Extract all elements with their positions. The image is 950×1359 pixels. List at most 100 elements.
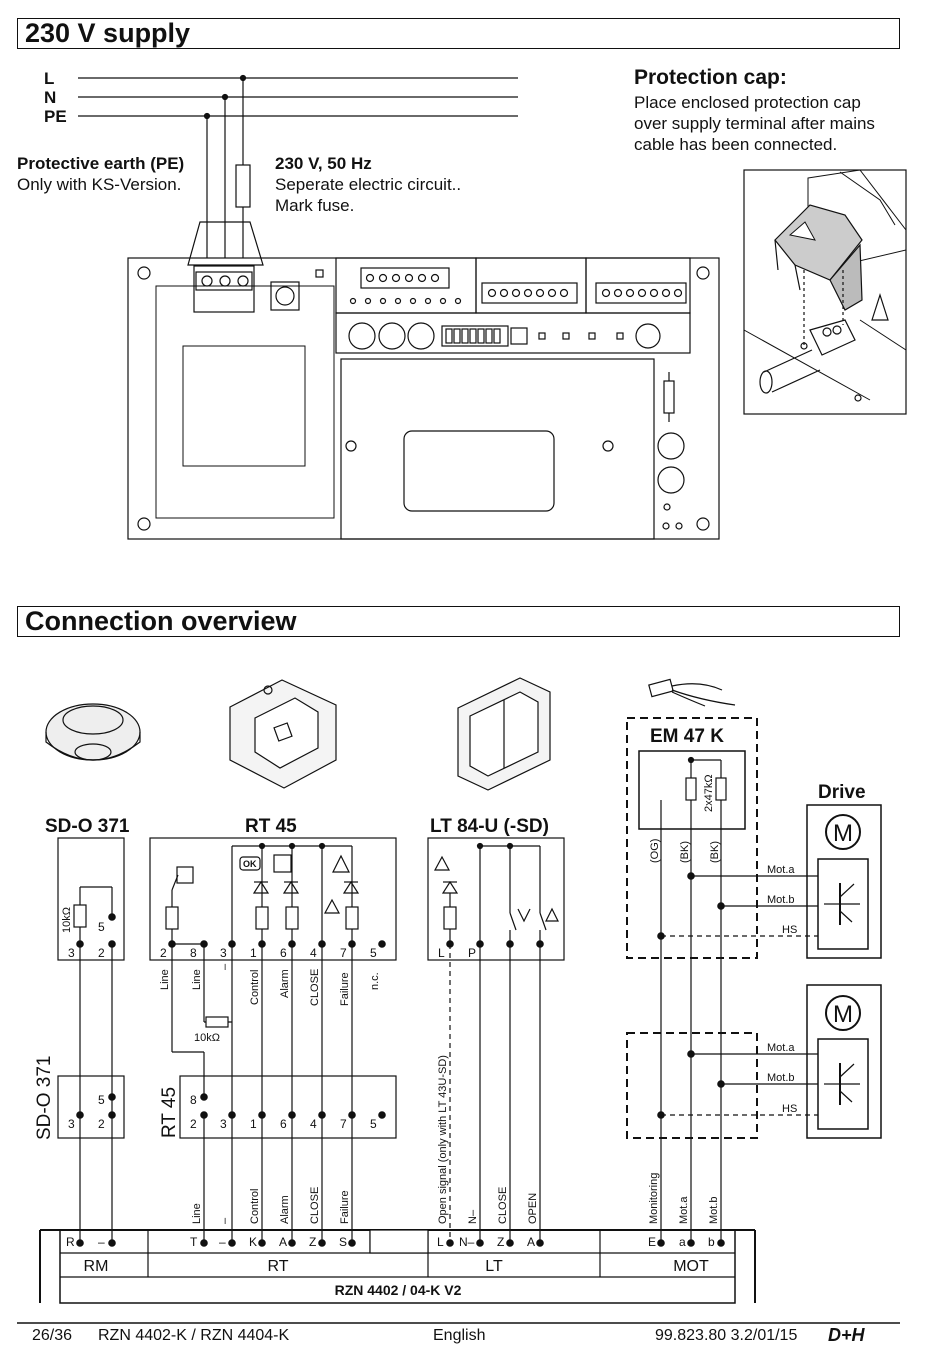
rt45-term-8: 8 <box>190 946 197 960</box>
group-mot: MOT <box>673 1258 709 1275</box>
rt45-term-5: 5 <box>370 946 377 960</box>
rzn-label-line: Line <box>191 1203 203 1224</box>
rzn-label-alarm: Alarm <box>279 1195 291 1224</box>
rzn-label-close-rt: CLOSE <box>309 1187 321 1224</box>
drive2-hs: HS <box>782 1103 797 1115</box>
rt45-label-control: Control <box>249 970 261 1005</box>
drive2-mota: Mot.a <box>767 1042 795 1054</box>
line-label-pe: PE <box>44 107 67 126</box>
lt84-term-p: P <box>468 946 476 960</box>
footer-page-number: 26/36 <box>32 1327 73 1344</box>
em47-wire-bk-2: (BK) <box>709 841 721 863</box>
rzn-label-mota: Mot.a <box>678 1196 690 1224</box>
smoke-detector-icon <box>45 703 141 761</box>
dip-switches <box>445 328 501 344</box>
sdo-resistor-label: 10kΩ <box>61 907 73 933</box>
rt45-bottom-term-1: 1 <box>250 1117 257 1131</box>
sdo-bottom-term-2: 2 <box>98 1117 105 1131</box>
rzn-term-rm-minus: – <box>98 1235 105 1249</box>
sdo-wires <box>79 944 113 1243</box>
em47-resistor-label: 2x47kΩ <box>703 774 715 812</box>
motor-1-label: M <box>833 820 853 847</box>
fuse-icon <box>235 164 251 208</box>
rzn-term-a-rt: A <box>279 1235 287 1249</box>
cap-text-1: Place enclosed protection cap <box>634 93 861 112</box>
drive2-motb: Mot.b <box>767 1072 795 1084</box>
footer-model: RZN 4402-K / RZN 4404-K <box>98 1327 290 1344</box>
footer-doc-number: 99.823.80 3.2/01/15 <box>655 1327 798 1344</box>
rzn-label-motb: Mot.b <box>708 1196 720 1224</box>
drive1-motb: Mot.b <box>767 894 795 906</box>
footer-language: English <box>433 1327 486 1344</box>
rt45-term-7: 7 <box>340 946 347 960</box>
rzn-label-failure: Failure <box>339 1190 351 1224</box>
rt45-bottom-name: RT 45 <box>159 1087 180 1138</box>
sdo-term-2: 2 <box>98 946 105 960</box>
rt45-label-line-1: Line <box>159 969 171 990</box>
rzn-term-k: K <box>249 1235 257 1249</box>
rzn-term-z-lt: Z <box>497 1235 504 1249</box>
terminal-dots-3 <box>601 288 683 298</box>
rt45-label-alarm: Alarm <box>279 969 291 998</box>
pe-text: Only with KS-Version. <box>17 175 182 194</box>
controller-board <box>127 257 720 540</box>
rzn-label-monitoring: Monitoring <box>648 1173 660 1224</box>
rzn-term-s: S <box>339 1235 347 1249</box>
drive1-hs: HS <box>782 924 797 936</box>
lt84-switch-icon <box>457 677 551 791</box>
rt45-bottom-block <box>179 1075 397 1139</box>
em47-name: EM 47 K <box>650 726 724 747</box>
rzn-term-rt-minus: – <box>219 1235 226 1249</box>
cap-text-3: cable has been connected. <box>634 135 838 154</box>
rt45-bottom-term-2: 2 <box>190 1117 197 1131</box>
footer-logo: D+H <box>828 1325 865 1345</box>
rzn-term-l: L <box>437 1235 444 1249</box>
em47-wire-bk-1: (BK) <box>679 841 691 863</box>
group-lt: LT <box>485 1258 503 1275</box>
group-rt: RT <box>267 1258 288 1275</box>
terminal-dots-2 <box>487 288 569 298</box>
sdo-name: SD-O 371 <box>45 816 130 837</box>
rt45-wires <box>171 944 353 1243</box>
lt84-block <box>427 837 565 961</box>
rzn-term-a-mot: a <box>679 1235 686 1249</box>
sdo-term-5: 5 <box>98 920 105 934</box>
em47-cable-icon <box>648 678 736 707</box>
rt45-label-failure: Failure <box>339 972 351 1006</box>
rzn-label-n: N– <box>467 1209 479 1224</box>
drive1-mota: Mot.a <box>767 864 795 876</box>
rzn-term-n: N– <box>459 1235 475 1249</box>
rzn-label-control: Control <box>249 1189 261 1224</box>
rt45-term-2: 2 <box>160 946 167 960</box>
rzn-term-t: T <box>190 1235 198 1249</box>
em47-second-block <box>626 1032 758 1139</box>
supply-title: 230 V supply <box>25 18 191 48</box>
fuse-title: 230 V, 50 Hz <box>275 154 372 173</box>
sdo-bottom-term-5: 5 <box>98 1093 105 1107</box>
rt45-term-3: 3 <box>220 946 227 960</box>
rt45-term-4: 4 <box>310 946 317 960</box>
rt45-bottom-term-3: 3 <box>220 1117 227 1131</box>
rt45-button-icon <box>229 679 337 789</box>
rt45-label-nc: n.c. <box>369 972 381 990</box>
drive-2 <box>661 984 882 1139</box>
protection-cap-illustration <box>743 169 907 415</box>
rt45-bottom-term-8: 8 <box>190 1093 197 1107</box>
rt45-name: RT 45 <box>245 816 297 837</box>
rzn-term-z-rt: Z <box>309 1235 316 1249</box>
rzn-term-r: R <box>66 1235 75 1249</box>
rt45-bottom-term-4: 4 <box>310 1117 317 1131</box>
supply-section-header: 230 V supply <box>17 18 900 49</box>
rzn-term-e: E <box>648 1235 656 1249</box>
rt45-label-close: CLOSE <box>309 969 321 1006</box>
drive-name: Drive <box>818 782 866 803</box>
sdo-bottom-term-3: 3 <box>68 1117 75 1131</box>
overview-section-header: Connection overview <box>17 606 900 637</box>
em47-block <box>626 717 758 1243</box>
rzn-term-b-mot: b <box>708 1235 715 1249</box>
cable-funnel <box>187 221 264 266</box>
rt45-top-block <box>149 837 397 961</box>
rzn-term-a-lt: A <box>527 1235 535 1249</box>
terminal-dots-1 <box>349 273 462 305</box>
cap-title: Protection cap: <box>634 66 787 89</box>
